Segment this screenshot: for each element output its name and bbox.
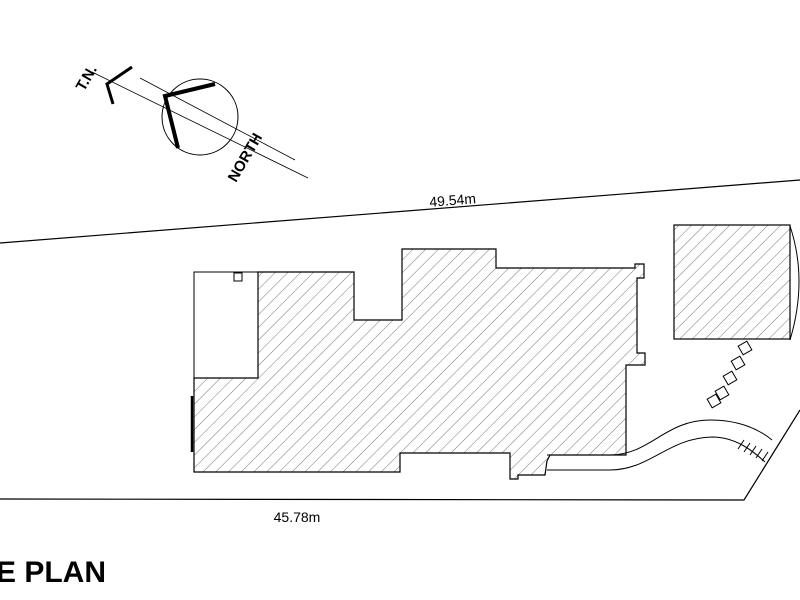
pathway [547,419,773,471]
stepping-stones [706,340,753,409]
site-boundary [0,179,800,501]
main-house-footprint [193,248,646,480]
north-arrow-icon [91,65,309,179]
true-north-label: T.N. [73,62,101,94]
outbuilding-footprint [673,224,791,340]
top-dimension-label: 49.54m [429,190,477,210]
annex-outline [193,271,259,379]
plan-title: E PLAN [0,556,106,589]
outbuilding-curve [789,225,800,341]
small-square [233,272,243,282]
bottom-dimension-label: 45.78m [274,509,321,525]
